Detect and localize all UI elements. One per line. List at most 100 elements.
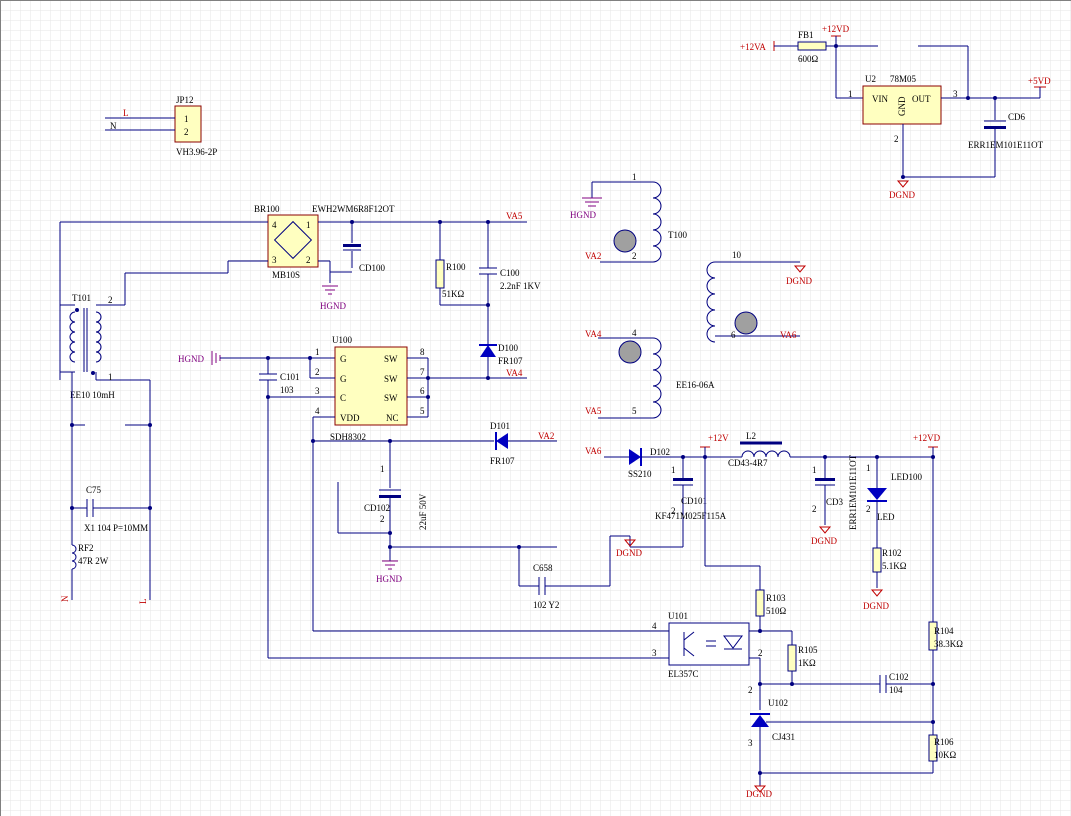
net-label-va2: VA2 — [538, 431, 554, 441]
dgnd-label-u2: DGND — [889, 190, 915, 200]
u100-num-3: 3 — [315, 386, 320, 396]
c658-capacitor[interactable]: C658 102 Y2 — [518, 535, 630, 610]
net-label-12v: +12V — [708, 433, 729, 443]
cd3-ref: CD3 — [826, 497, 844, 507]
cd100-part: EWH2WM6R8F12OT — [312, 204, 395, 214]
u102-pin3: 3 — [748, 738, 753, 748]
cd102-capacitor[interactable]: 1 2 CD102 22uF 50V — [364, 441, 428, 547]
dgnd-label-u102: DGND — [746, 789, 772, 799]
t101-pin2: 2 — [108, 295, 113, 305]
net-label-va5: VA5 — [506, 211, 523, 221]
br100-bridge[interactable]: BR100 4 1 3 2 MB10S — [254, 204, 319, 280]
u100-num-1: 1 — [315, 347, 320, 357]
dgnd-label-r102: DGND — [863, 601, 889, 611]
dgnd-label-cd3: DGND — [811, 536, 837, 546]
net-label-5vd: +5VD — [1028, 76, 1051, 86]
u101-optocoupler[interactable]: U101 EL357C 4 3 2 — [652, 611, 763, 679]
r103-ref: R103 — [766, 593, 786, 603]
d102-value: SS210 — [628, 469, 652, 479]
u100-pin-nc: NC — [386, 413, 399, 423]
cd3-capacitor[interactable]: CD3 1 2 ERR1EM101E11OT DGND — [811, 454, 858, 546]
l2-ref: L2 — [746, 431, 756, 441]
net-label-va5-t100: VA5 — [585, 406, 602, 416]
u101-pin4: 4 — [652, 621, 657, 631]
cd101-value: KF471M025F115A — [655, 511, 727, 521]
r105-resistor[interactable]: R105 1KΩ — [787, 644, 818, 672]
hgnd-label-4: HGND — [570, 210, 596, 220]
u2-regulator[interactable]: U2 78M05 VIN OUT GND 1 2 3 — [848, 74, 958, 144]
d100-diode[interactable]: D100 FR107 — [479, 343, 523, 378]
r106-ref: R106 — [934, 737, 954, 747]
u100-num-4: 4 — [315, 406, 320, 416]
cd6-value: ERR1EM101E11OT — [968, 140, 1044, 150]
fb1-ferrite[interactable]: +12VA FB1 600Ω +12VD — [740, 24, 878, 99]
hgnd-label-2: HGND — [178, 354, 204, 364]
u100-num-6: 6 — [420, 386, 425, 396]
cd3-value: ERR1EM101E11OT — [848, 454, 858, 530]
net-label-12vd: +12VD — [913, 433, 941, 443]
r105-ref: R105 — [798, 645, 818, 655]
cd101-capacitor[interactable]: CD101 KF471M025F115A 1 2 — [630, 457, 727, 548]
c101-capacitor[interactable]: C101 103 — [259, 358, 300, 658]
r102-resistor[interactable]: R102 5.1KΩ DGND — [863, 547, 907, 611]
c101-ref: C101 — [280, 372, 300, 382]
cd6-ref: CD6 — [1008, 112, 1026, 122]
l2-inductor[interactable]: L2 CD43-4R7 — [728, 431, 791, 468]
cd101-pin2: 2 — [671, 506, 676, 516]
net-label-12vd-top: +12VD — [822, 24, 850, 34]
br100-ref: BR100 — [254, 204, 280, 214]
t100-value: EE16-06A — [676, 380, 715, 390]
u100-ic[interactable]: U100 G G C VDD SW SW SW NC 1 2 3 4 8 7 6… — [315, 335, 425, 442]
r104-ref: R104 — [934, 626, 954, 636]
net-label-12va: +12VA — [740, 42, 766, 52]
t100-pin10: 10 — [732, 250, 742, 260]
c75-value: X1 104 P=10MM — [84, 523, 148, 533]
u100-pin-g1: G — [340, 354, 347, 364]
net-label-va4-t100: VA4 — [585, 329, 602, 339]
cd100-capacitor[interactable]: CD100 — [343, 222, 386, 273]
jp12-connector[interactable]: L N JP12 1 2 VH3.96-2P — [105, 95, 217, 157]
t101-transformer[interactable]: T101 2 1 EE10 10mH — [60, 293, 150, 400]
c102-capacitor[interactable]: C102 104 — [879, 672, 933, 695]
u2-value: 78M05 — [890, 74, 917, 84]
c100-capacitor[interactable]: C100 2.2nF 1KV — [479, 222, 541, 344]
u100-pin-sw1: SW — [384, 354, 398, 364]
hgnd-symbol-1: HGND — [320, 285, 346, 311]
led100[interactable]: 1 2 LED100 LED — [866, 457, 922, 548]
c75-ref: C75 — [86, 485, 102, 495]
jp12-pin2: 2 — [184, 127, 189, 137]
u100-num-2: 2 — [315, 367, 320, 377]
u101-pin2: 2 — [758, 648, 763, 658]
c658-ref: C658 — [533, 563, 553, 573]
u2-pin-gnd: GND — [897, 96, 907, 116]
u102-shunt-regulator[interactable]: U102 CJ431 2 3 DGND — [746, 685, 933, 799]
u102-pin2: 2 — [748, 685, 753, 695]
u100-num-7: 7 — [420, 367, 425, 377]
c100-ref: C100 — [500, 268, 520, 278]
r100-resistor[interactable]: R100 51KΩ — [435, 222, 488, 306]
cd101-pin1: 1 — [671, 465, 676, 475]
u100-pin-vdd: VDD — [340, 413, 360, 423]
c658-value: 102 Y2 — [533, 600, 559, 610]
br100-pin4: 4 — [272, 220, 277, 230]
r104-value: 38.3KΩ — [934, 639, 963, 649]
u100-num-8: 8 — [420, 347, 425, 357]
c100-value: 2.2nF 1KV — [500, 281, 541, 291]
t101-ref: T101 — [72, 293, 91, 303]
cd102-value: 22uF 50V — [418, 493, 428, 530]
cd6-capacitor[interactable]: CD6 ERR1EM101E11OT — [968, 98, 1044, 177]
fb1-value: 600Ω — [798, 54, 819, 64]
t101-value: EE10 10mH — [70, 390, 115, 400]
t100-pin2: 2 — [632, 251, 637, 261]
hgnd-label-1: HGND — [320, 301, 346, 311]
br100-pin2: 2 — [306, 255, 311, 265]
r100-ref: R100 — [446, 262, 466, 272]
cd102-pin2: 2 — [380, 514, 385, 524]
t100-pin1: 1 — [632, 172, 637, 182]
d101-diode[interactable]: D101 FR107 VA2 — [490, 421, 557, 466]
r100-value: 51KΩ — [442, 289, 464, 299]
t100-transformer[interactable]: HGND 1 2 VA2 T100 VA4 VA5 4 5 EE16-06A 1… — [570, 172, 812, 419]
jp12-ref: JP12 — [176, 95, 194, 105]
c102-ref: C102 — [889, 672, 909, 682]
u2-pin3: 3 — [953, 89, 958, 99]
